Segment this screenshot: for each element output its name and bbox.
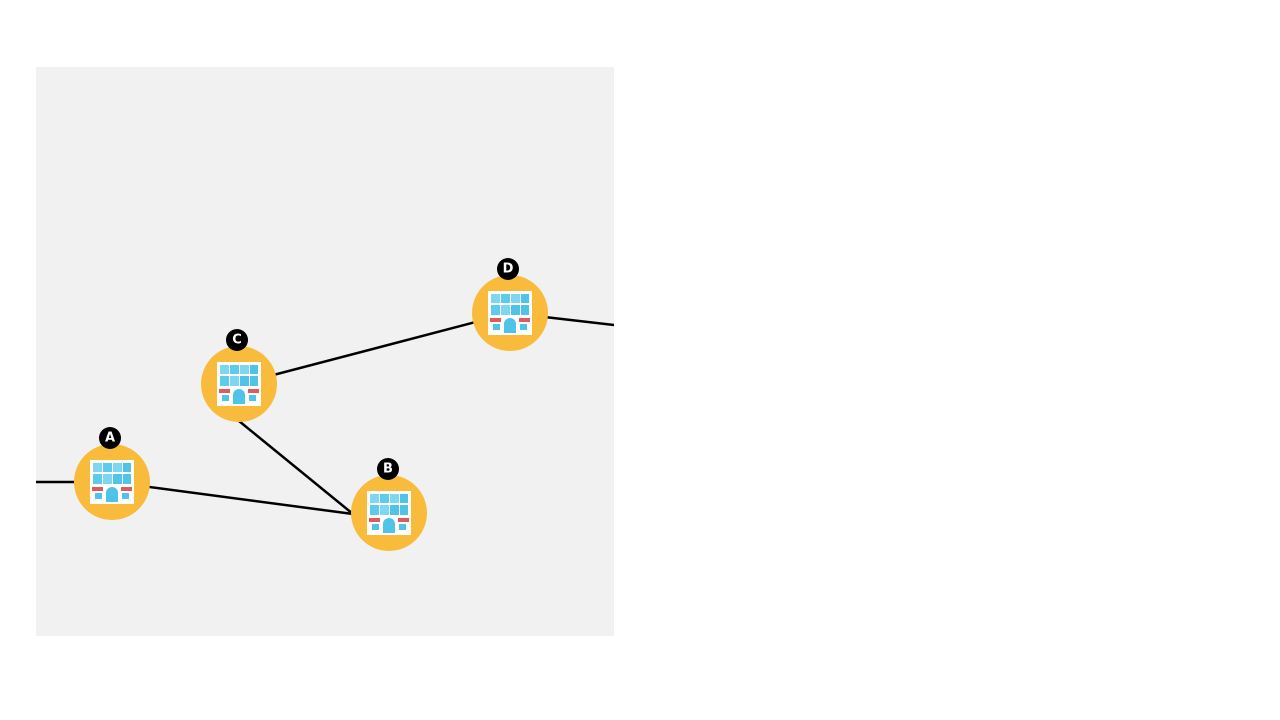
network-diagram: A B C D (36, 258, 614, 551)
edge-c-d (238, 311, 511, 386)
node-label: C (232, 333, 242, 348)
edge-c-b (238, 420, 354, 515)
node-d[interactable]: D (472, 258, 548, 351)
node-a[interactable]: A (74, 427, 150, 520)
node-c[interactable]: C (201, 329, 277, 422)
edge-a-b (111, 480, 354, 516)
diagram-canvas: A B C D (36, 67, 614, 636)
node-label: D (503, 262, 514, 277)
node-label: B (383, 462, 393, 477)
building-icon (90, 460, 134, 504)
building-icon (367, 491, 411, 535)
building-icon (488, 291, 532, 335)
building-icon (217, 362, 261, 406)
node-label: A (105, 431, 115, 446)
node-b[interactable]: B (351, 458, 427, 551)
